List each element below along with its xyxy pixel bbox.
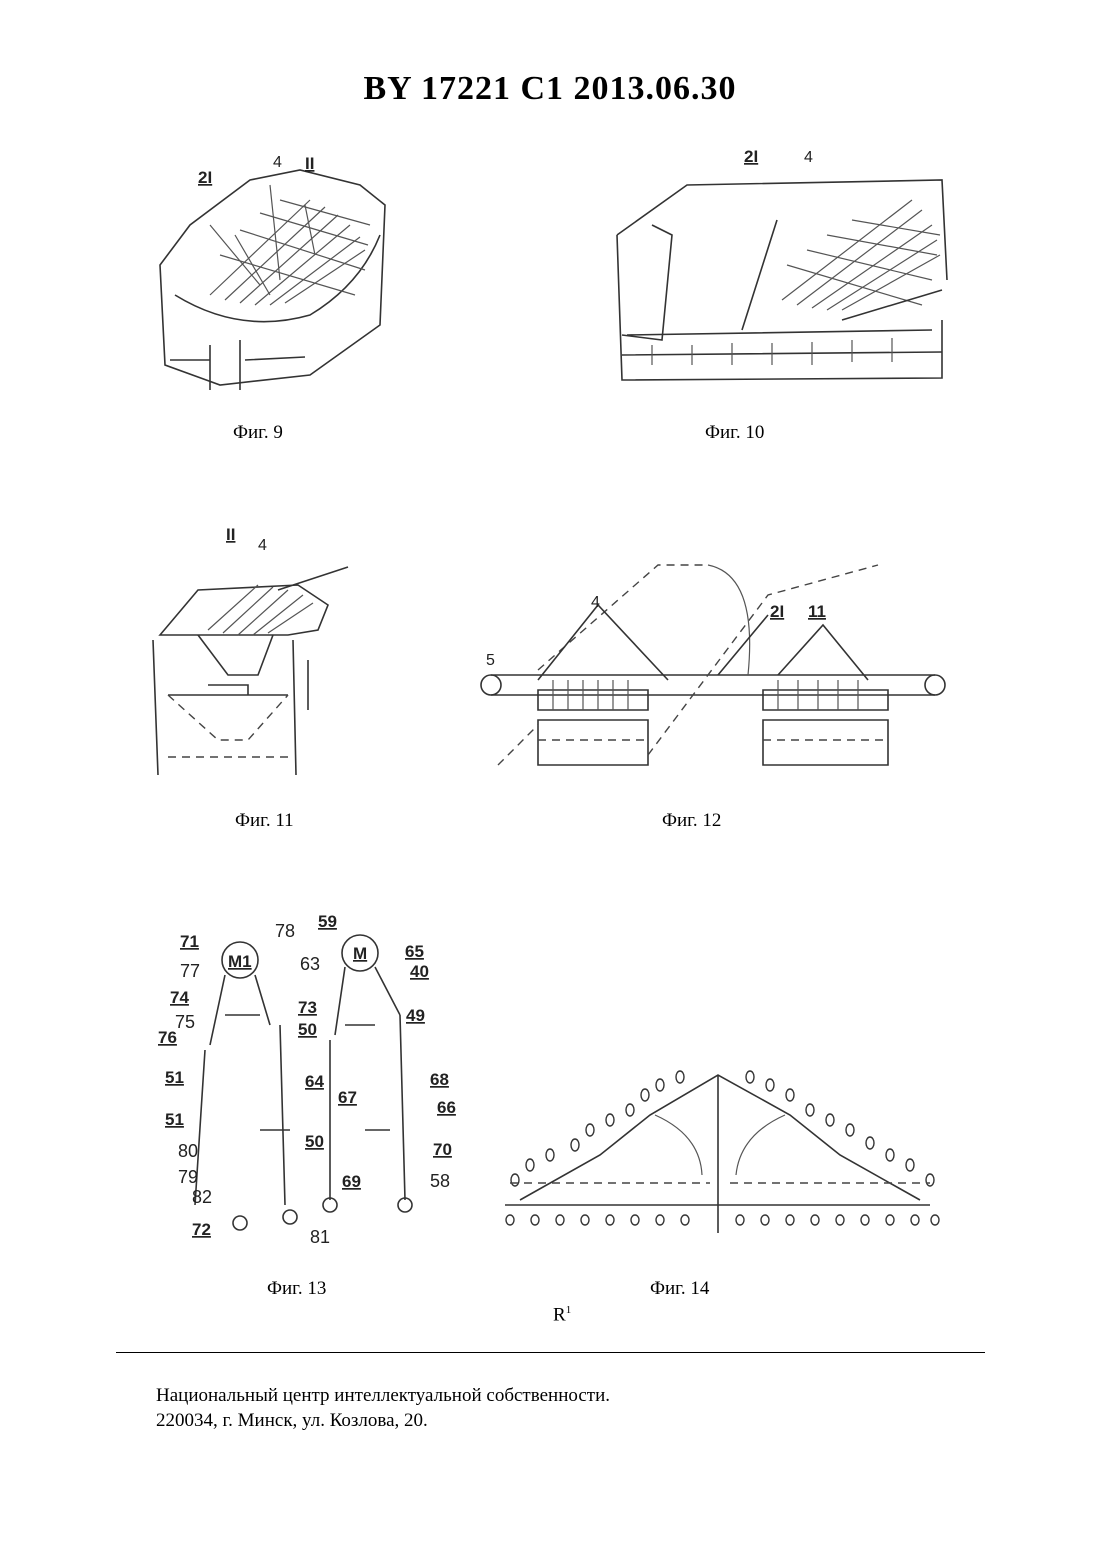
footer-divider (116, 1352, 985, 1353)
label-80: 80 (178, 1141, 198, 1161)
label-66: 66 (437, 1098, 456, 1117)
label-78: 78 (275, 921, 295, 941)
figure-11-caption: Фиг. 11 (235, 810, 294, 832)
document-title: BY 17221 C1 2013.06.30 (0, 70, 1100, 108)
figure-12-caption: Фиг. 12 (662, 810, 721, 832)
label-59: 59 (318, 912, 337, 931)
figure-13-drawing: 71 M1 78 59 M 65 77 40 74 73 75 50 63 49… (150, 905, 470, 1250)
label-4: 4 (804, 149, 813, 166)
label-68: 68 (430, 1070, 449, 1089)
label-79: 79 (178, 1167, 198, 1187)
figure-9-drawing: 2I 4 II (150, 145, 400, 395)
label-69: 69 (342, 1172, 361, 1191)
label-70: 70 (433, 1140, 452, 1159)
label-II: II (305, 154, 314, 173)
label-67: 67 (338, 1088, 357, 1107)
r-annotation-superscript: 1 (566, 1304, 572, 1316)
label-4: 4 (591, 594, 600, 611)
figure-10-drawing: 2I 4 (612, 140, 952, 390)
label-2I: 2I (198, 168, 212, 187)
label-77: 77 (180, 961, 200, 981)
label-65: 65 (405, 942, 424, 961)
label-58: 58 (430, 1171, 450, 1191)
label-82: 82 (192, 1187, 212, 1207)
figure-11-drawing: II 4 (148, 525, 378, 785)
label-74: 74 (170, 988, 189, 1007)
figure-9-caption: Фиг. 9 (233, 422, 283, 444)
label-11: 11 (808, 602, 826, 621)
label-51: 51 (165, 1068, 184, 1087)
figure-13-caption: Фиг. 13 (267, 1278, 326, 1300)
label-50b: 50 (305, 1132, 324, 1151)
label-81: 81 (310, 1227, 330, 1247)
label-2I: 2I (744, 147, 758, 166)
label-64: 64 (305, 1072, 324, 1091)
footer-address: 220034, г. Минск, ул. Козлова, 20. (156, 1410, 428, 1432)
label-m: M (353, 944, 367, 963)
label-63: 63 (300, 954, 320, 974)
label-51b: 51 (165, 1110, 184, 1129)
label-4: 4 (273, 154, 282, 171)
label-72: 72 (192, 1220, 211, 1239)
figure-14-caption: Фиг. 14 (650, 1278, 709, 1300)
label-m1: M1 (228, 952, 252, 971)
label-40: 40 (410, 962, 429, 981)
r-annotation: R1 (553, 1304, 571, 1326)
label-4: 4 (258, 537, 267, 554)
label-73: 73 (298, 998, 317, 1017)
label-49: 49 (406, 1006, 425, 1025)
label-II: II (226, 525, 235, 544)
label-2I: 2I (770, 602, 784, 621)
label-75: 75 (175, 1012, 195, 1032)
r-annotation-base: R (553, 1304, 566, 1325)
label-5: 5 (486, 652, 495, 669)
figure-12-drawing: 5 4 2I 11 (478, 555, 958, 770)
figure-14-drawing (490, 1055, 950, 1240)
label-50: 50 (298, 1020, 317, 1039)
label-71: 71 (180, 932, 199, 951)
figure-10-caption: Фиг. 10 (705, 422, 764, 444)
label-76: 76 (158, 1028, 177, 1047)
footer-organization: Национальный центр интеллектуальной собс… (156, 1385, 610, 1407)
